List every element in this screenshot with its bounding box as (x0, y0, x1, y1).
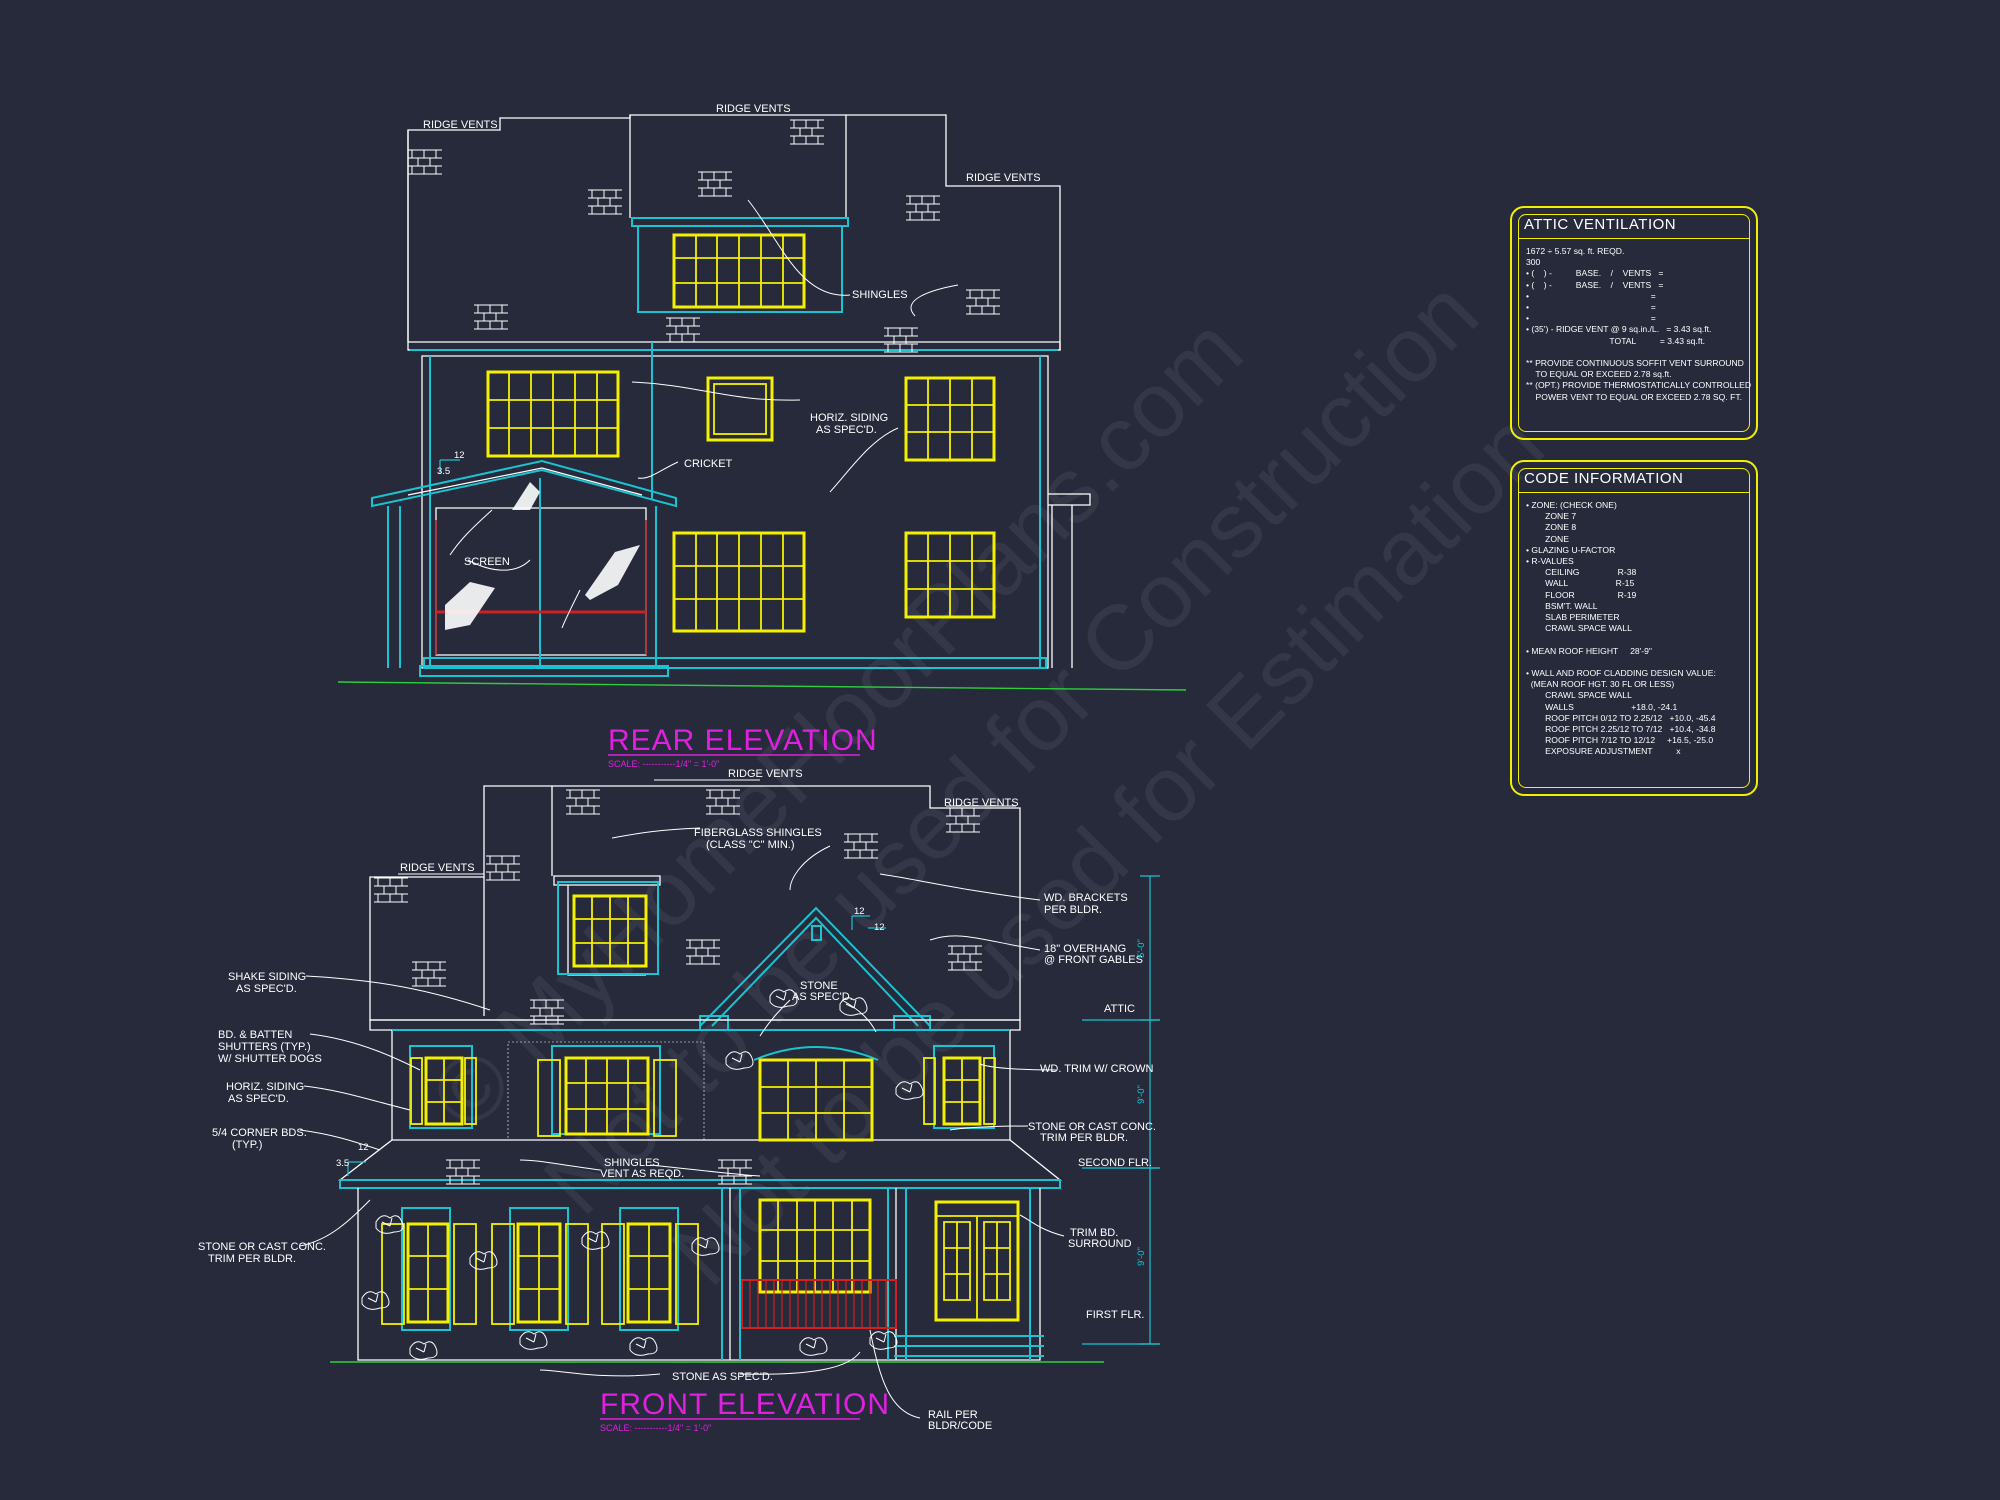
front-window-gable (753, 1046, 879, 1142)
front-label-stone-2: AS SPEC'D. (792, 991, 853, 1003)
front-label-batten-2: SHUTTERS (TYP.) (218, 1041, 311, 1053)
front-label-pitch-12c: 12 (358, 1142, 369, 1153)
front-label-pitch-12b: 12 (874, 922, 885, 933)
front-window-upper-center (537, 1045, 677, 1137)
front-label-pitch-12a: 12 (854, 906, 865, 917)
rear-label-pitch-35: 3.5 (437, 466, 450, 477)
front-label-ridge-vents-right: RIDGE VENTS (944, 797, 1019, 809)
rear-elevation-title: REAR ELEVATION (608, 724, 878, 757)
porch-rail (741, 1279, 897, 1329)
code-information-body: • ZONE: (CHECK ONE) ZONE 7 ZONE 8 ZONE •… (1526, 500, 1716, 757)
front-window-lower-1 (381, 1207, 477, 1331)
rear-window-upper-right (904, 376, 996, 462)
rear-window-upper-left (486, 370, 620, 458)
front-label-fiberglass-2: (CLASS "C" MIN.) (706, 839, 794, 851)
rear-label-cricket: CRICKET (684, 458, 733, 470)
front-window-dormer (557, 881, 659, 975)
front-label-fiberglass-1: FIBERGLASS SHINGLES (694, 827, 822, 839)
front-dim-top: 5'-0" (1136, 939, 1147, 958)
front-label-ridge-vents-left: RIDGE VENTS (400, 862, 475, 874)
front-label-shingles-vent-1: SHINGLES (604, 1157, 660, 1169)
attic-ventilation-body: 1672 ÷ 5.57 sq. ft. REQD. 300 • ( ) - BA… (1526, 246, 1752, 402)
front-label-stonecast-1: STONE OR CAST CONC. (198, 1241, 326, 1253)
front-label-batten-1: BD. & BATTEN (218, 1029, 292, 1041)
front-dim-mid: 9'-0" (1136, 1085, 1147, 1104)
rear-label-shingles: SHINGLES (852, 289, 908, 301)
front-window-lower-2 (491, 1207, 589, 1331)
front-label-rail-2: BLDR/CODE (928, 1420, 992, 1432)
front-elevation-scale: SCALE: -----------1/4" = 1'-0" (600, 1423, 711, 1433)
front-label-shingles-vent-2: VENT AS REQD. (600, 1168, 684, 1180)
front-label-trim-crown: WD. TRIM W/ CROWN (1040, 1063, 1153, 1075)
rear-label-screen: SCREEN (464, 556, 510, 568)
front-label-stonecast-r1: STONE OR CAST CONC. (1028, 1121, 1156, 1133)
rear-elevation: RIDGE VENTS RIDGE VENTS RIDGE VENTS SHIN… (337, 103, 1187, 769)
code-information-title: CODE INFORMATION (1524, 470, 1684, 487)
front-label-corner-2: (TYP.) (232, 1139, 262, 1151)
front-window-upper-right (923, 1045, 996, 1129)
front-label-corner-1: 5/4 CORNER BDS. (212, 1127, 307, 1139)
front-label-overhang-1: 18" OVERHANG (1044, 943, 1126, 955)
code-information-rule (1518, 492, 1750, 493)
watermark: © MyHomeFloorPlans.com Not to be used fo… (412, 261, 1563, 1304)
front-label-brackets-2: PER BLDR. (1044, 904, 1102, 916)
rear-window-dormer (672, 233, 806, 309)
front-window-porch (758, 1198, 872, 1294)
rear-label-horiz-siding-2: AS SPEC'D. (816, 424, 877, 436)
front-label-pitch-35: 3.5 (336, 1158, 349, 1169)
front-label-stonecast-r2: TRIM PER BLDR. (1040, 1132, 1128, 1144)
front-label-rail-1: RAIL PER (928, 1409, 978, 1421)
code-information-inner-border (1518, 468, 1750, 788)
attic-ventilation-rule (1518, 238, 1750, 239)
front-label-trimbd-1: TRIM BD. (1070, 1227, 1118, 1239)
rear-elevation-scale: SCALE: -----------1/4" = 1'-0" (608, 759, 719, 769)
front-label-second-flr: SECOND FLR. (1078, 1157, 1152, 1169)
front-label-ridge-vents-top: RIDGE VENTS (728, 768, 803, 780)
rear-label-ridge-vents-top: RIDGE VENTS (716, 103, 791, 115)
front-elevation-title: FRONT ELEVATION (600, 1388, 890, 1421)
attic-ventilation-inner-border (1518, 214, 1750, 432)
rear-label-pitch-12: 12 (454, 450, 465, 461)
attic-ventilation-title: ATTIC VENTILATION (1524, 216, 1677, 233)
front-label-batten-3: W/ SHUTTER DOGS (218, 1053, 322, 1065)
rear-label-ridge-vents-right: RIDGE VENTS (966, 172, 1041, 184)
code-information-panel: CODE INFORMATION • ZONE: (CHECK ONE) ZON… (1510, 460, 1758, 796)
front-label-stone-1: STONE (800, 980, 838, 992)
front-label-first-flr: FIRST FLR. (1086, 1309, 1144, 1321)
front-label-horiz-2: AS SPEC'D. (228, 1093, 289, 1105)
front-dim-bot: 9'-0" (1136, 1247, 1147, 1266)
front-label-attic: ATTIC (1104, 1003, 1135, 1015)
front-label-brackets-1: WD. BRACKETS (1044, 892, 1128, 904)
attic-ventilation-panel: ATTIC VENTILATION 1672 ÷ 5.57 sq. ft. RE… (1510, 206, 1758, 440)
front-door (934, 1200, 1020, 1322)
front-elevation: RIDGE VENTS RIDGE VENTS RIDGE VENTS FIBE… (198, 768, 1160, 1433)
rear-window-lower-right (904, 531, 996, 619)
rear-label-ridge-vents-left: RIDGE VENTS (423, 119, 498, 131)
front-label-horiz-1: HORIZ. SIDING (226, 1081, 304, 1093)
front-label-trimbd-2: SURROUND (1068, 1238, 1132, 1250)
rear-window-lower-center (672, 531, 806, 633)
rear-window-upper-center (706, 376, 774, 442)
front-label-overhang-2: @ FRONT GABLES (1044, 954, 1143, 966)
front-label-shake-1: SHAKE SIDING (228, 971, 306, 983)
front-window-upper-left (409, 1045, 477, 1129)
front-label-shake-2: AS SPEC'D. (236, 983, 297, 995)
front-window-lower-3 (601, 1207, 699, 1331)
rear-label-horiz-siding-1: HORIZ. SIDING (810, 412, 888, 424)
front-label-stone-bottom: STONE AS SPEC'D. (672, 1371, 773, 1383)
front-label-stonecast-2: TRIM PER BLDR. (208, 1253, 296, 1265)
